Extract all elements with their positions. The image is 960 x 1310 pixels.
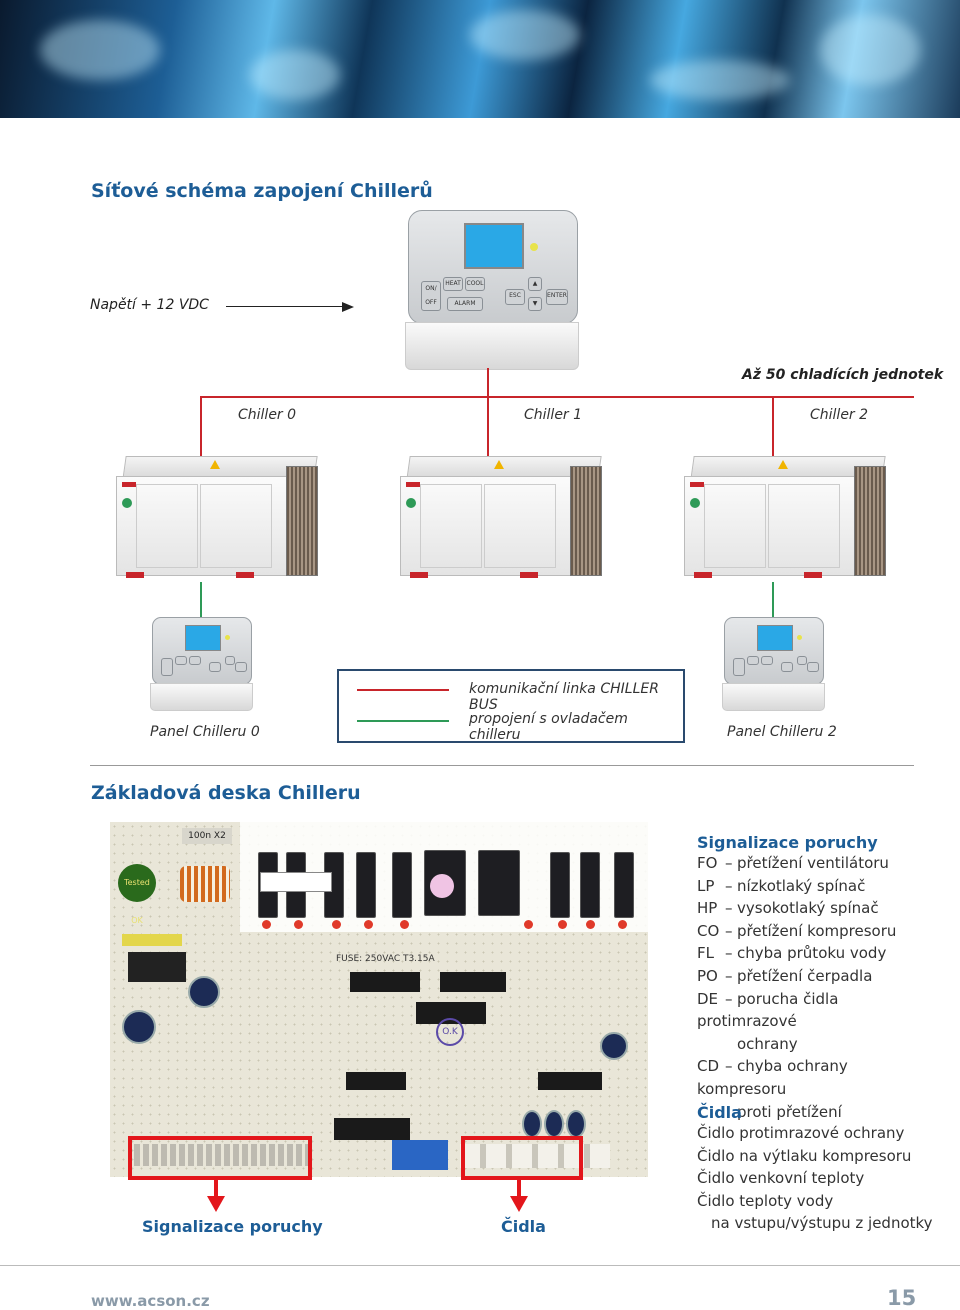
legend-red-swatch	[357, 689, 449, 691]
pcb-photo: 100n X2 Tested OK FUSE: 250VAC T3.15A O.…	[110, 822, 648, 1177]
fault-signaling-title: Signalizace poruchy	[697, 833, 878, 852]
warning-icon	[210, 460, 220, 469]
down-button[interactable]: ▼	[528, 297, 542, 311]
diagram-legend: komunikační linka CHILLER BUS propojení …	[337, 669, 685, 743]
up-button[interactable]: ▲	[528, 277, 542, 291]
main-controller: ON/ OFF HEAT COOL ALARM ESC ▲ ▼ ENTER	[408, 210, 578, 324]
warning-icon	[494, 460, 504, 469]
pcb-ok-stamp: O.K	[436, 1018, 464, 1046]
panel-chiller-0-base	[150, 683, 253, 711]
cool-button[interactable]: COOL	[465, 277, 485, 291]
warning-icon	[778, 460, 788, 469]
brand-logo-icon	[690, 482, 704, 487]
page-number: 15	[887, 1286, 917, 1310]
controller-link-2	[772, 582, 774, 618]
footer-url[interactable]: www.acson.cz	[91, 1292, 210, 1310]
units-label: Až 50 chladících jednotek	[742, 367, 944, 383]
sensor-item: Čidlo na výtlaku kompresoru	[697, 1146, 912, 1165]
chiller-bus-line	[200, 396, 914, 398]
sensor-item-continuation: na vstupu/výstupu z jednotky	[711, 1214, 933, 1233]
header-banner-image	[0, 0, 960, 118]
arrow-down-left-shaft	[214, 1176, 218, 1198]
heat-button[interactable]: HEAT	[443, 277, 463, 291]
section-divider	[90, 765, 914, 766]
bus-drop-chiller-0	[200, 396, 202, 456]
sensors-title: Čidla	[697, 1103, 742, 1122]
badge-icon	[122, 498, 132, 508]
pcb-fuse-label: FUSE: 250VAC T3.15A	[336, 954, 435, 964]
legend-green-swatch	[357, 720, 449, 722]
fault-item: CO–přetížení kompresoru	[697, 921, 897, 940]
enter-button[interactable]: ENTER	[546, 289, 568, 305]
chiller-0-label: Chiller 0	[238, 407, 297, 423]
chiller-1-label: Chiller 1	[524, 407, 583, 423]
legend-green-label: propojení s ovladačem chilleru	[469, 711, 628, 743]
sensor-item: Čidlo venkovní teploty	[697, 1169, 865, 1188]
fault-signaling-section: Signalizace poruchy FO–přetížení ventilá…	[697, 833, 937, 1123]
fault-item-continuation: ochrany	[737, 1034, 798, 1053]
badge-icon	[406, 498, 416, 508]
pcb-capacitor-label: 100n X2	[182, 828, 232, 844]
on-off-button[interactable]: ON/ OFF	[421, 281, 441, 311]
controller-screen	[464, 223, 524, 269]
panel-chiller-2	[724, 617, 824, 685]
fault-item: LP–nízkotlaký spínač	[697, 876, 866, 895]
fault-item: DE–porucha čidla protimrazové	[697, 989, 839, 1031]
panel-chiller-0	[152, 617, 252, 685]
main-controller-base	[405, 322, 579, 370]
board-title: Základová deska Chilleru	[91, 782, 361, 804]
chiller-unit-2	[684, 456, 886, 582]
page-title: Síťové schéma zapojení Chillerů	[91, 180, 433, 202]
sensor-connector-highlight	[461, 1136, 583, 1180]
panel-chiller-0-label: Panel Chilleru 0	[150, 724, 260, 740]
chiller-unit-1	[400, 456, 602, 582]
fault-item-continuation: proti přetížení	[737, 1102, 842, 1121]
fault-item: PO–přetížení čerpadla	[697, 966, 873, 985]
badge-icon	[690, 498, 700, 508]
arrow-down-icon	[510, 1196, 528, 1212]
voltage-label: Napětí + 12 VDC	[90, 297, 209, 313]
bus-drop-main	[487, 368, 489, 398]
fault-item: CD–chyba ochrany kompresoru	[697, 1057, 848, 1098]
sensors-section: Čidla Čidlo protimrazové ochrany Čidlo n…	[697, 1103, 937, 1235]
arrow-down-right-shaft	[517, 1176, 521, 1198]
status-led-icon	[530, 243, 538, 251]
panel-chiller-2-base	[722, 683, 825, 711]
fault-connector-highlight	[128, 1136, 312, 1180]
footer-divider	[0, 1265, 960, 1266]
pcb-tested-sticker: Tested OK	[118, 864, 156, 925]
sensor-arrow-label: Čidla	[501, 1217, 546, 1236]
arrow-right-icon	[342, 302, 354, 312]
alarm-button[interactable]: ALARM	[447, 297, 483, 311]
arrow-down-icon	[207, 1196, 225, 1212]
panel-chiller-2-label: Panel Chilleru 2	[727, 724, 837, 740]
fault-arrow-label: Signalizace poruchy	[142, 1217, 323, 1236]
voltage-arrow-line	[226, 306, 346, 307]
sensor-item: Čidlo protimrazové ochrany	[697, 1124, 905, 1142]
fault-item: FL–chyba průtoku vody	[697, 944, 887, 963]
chiller-2-label: Chiller 2	[810, 407, 869, 423]
esc-button[interactable]: ESC	[505, 289, 525, 305]
bus-drop-chiller-1	[487, 396, 489, 456]
sensor-item: Čidlo teploty vody	[697, 1191, 834, 1210]
brand-logo-icon	[406, 482, 420, 487]
fault-item: FO–přetížení ventilátoru	[697, 854, 889, 872]
bus-drop-chiller-2	[772, 396, 774, 456]
legend-red-label: komunikační linka CHILLER BUS	[469, 681, 659, 713]
fault-item: HP–vysokotlaký spínač	[697, 899, 879, 918]
brand-logo-icon	[122, 482, 136, 487]
controller-link-0	[200, 582, 202, 618]
pcb-pink-sticker	[430, 874, 454, 898]
chiller-unit-0	[116, 456, 318, 582]
